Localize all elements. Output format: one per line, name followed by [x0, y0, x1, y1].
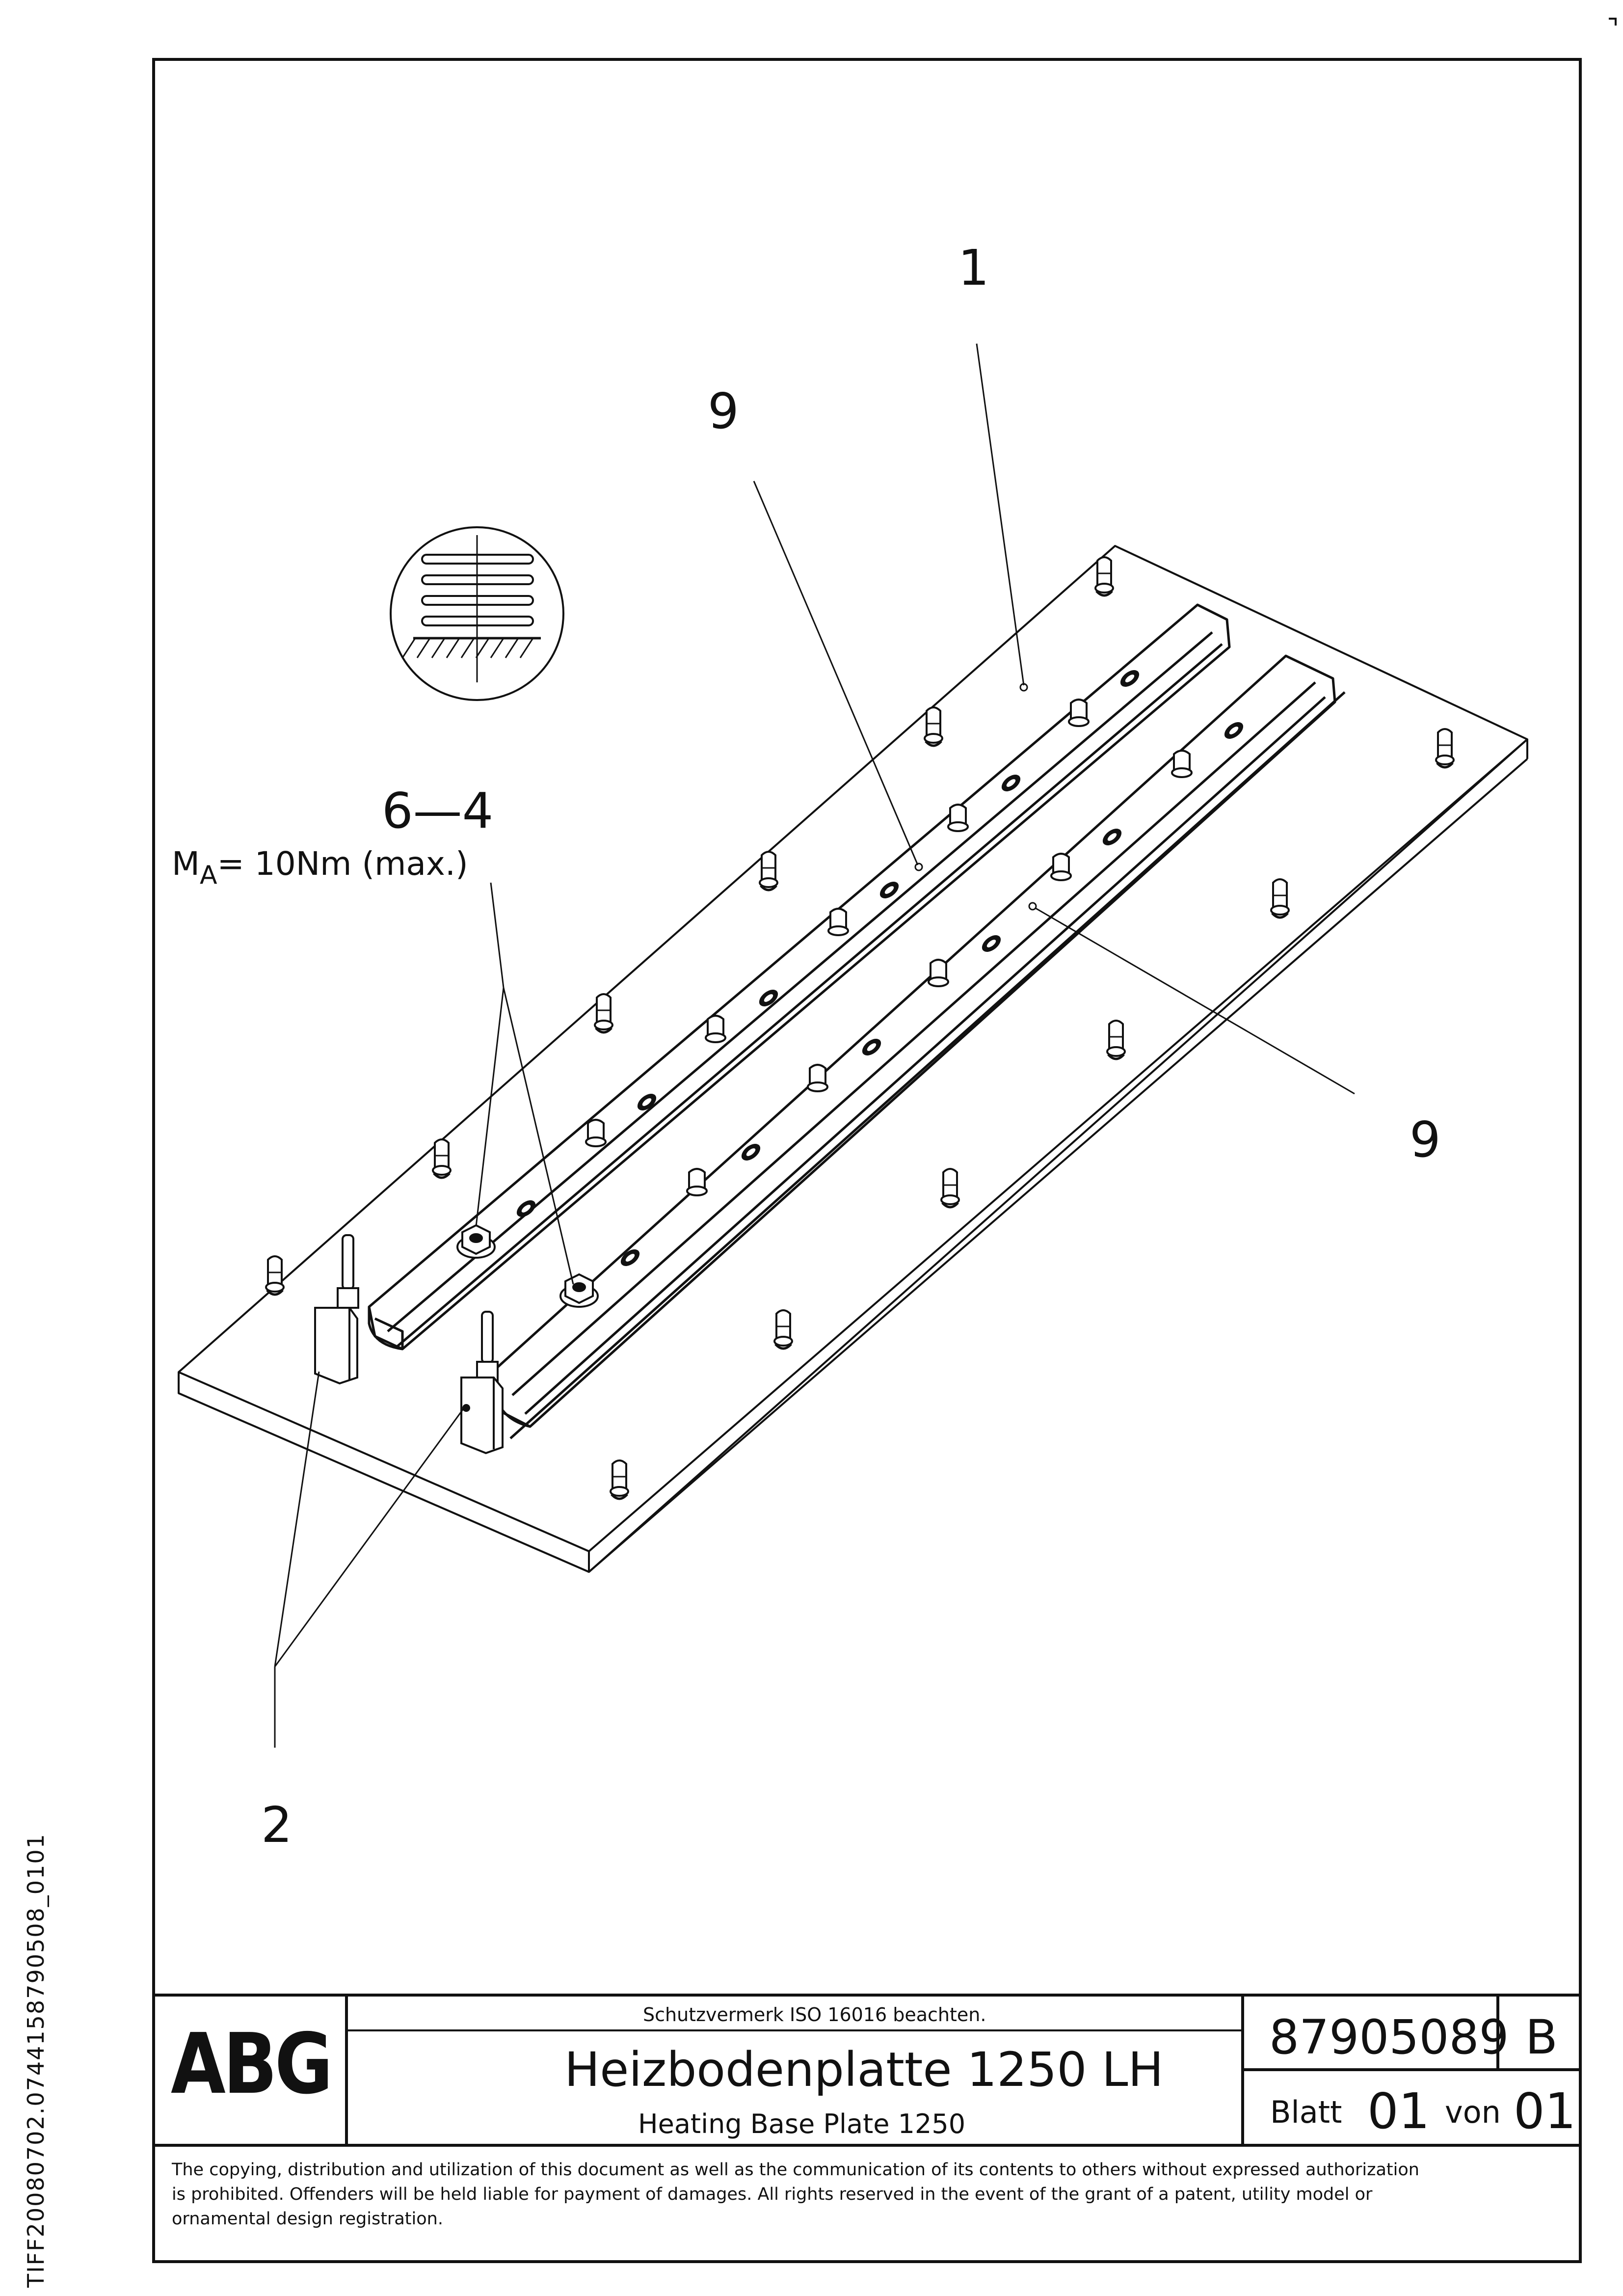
drawing-frame	[152, 58, 1582, 2263]
rail-right	[492, 654, 1346, 1439]
of-label: von	[1445, 2094, 1501, 2130]
protection-note: Schutzvermerk ISO 16016 beachten.	[643, 2004, 986, 2026]
title-german: Heizbodenplatte 1250 LH	[564, 2042, 1164, 2097]
torque-prefix: M	[172, 845, 200, 883]
copyright-line-3: ornamental design registration.	[172, 2209, 443, 2229]
drawing-number: 87905089	[1269, 2010, 1509, 2065]
abg-logo: ABG	[171, 2016, 333, 2113]
sheet-number: 01	[1367, 2082, 1430, 2140]
title-english: Heating Base Plate 1250	[638, 2108, 966, 2139]
callout-1: 1	[958, 239, 989, 297]
revision-letter: B	[1525, 2010, 1558, 2065]
sheet-total: 01	[1514, 2082, 1576, 2140]
corner-mark	[1609, 18, 1617, 26]
copyright-line-2: is prohibited. Offenders will be held li…	[172, 2185, 1373, 2204]
callout-6-4: 6—4	[382, 782, 493, 839]
torque-spec: MA= 10Nm (max.)	[172, 845, 468, 890]
title-block	[154, 1994, 1580, 2147]
copyright-line-1: The copying, distribution and utilizatio…	[172, 2160, 1419, 2180]
torque-subscript: A	[200, 861, 217, 890]
leader-lines	[274, 343, 1355, 1748]
sheet-label: Blatt	[1270, 2094, 1342, 2130]
rail-left	[368, 603, 1231, 1351]
callout-2: 2	[261, 1796, 293, 1854]
side-file-code: TIFF20080702.0744158790508_0101	[23, 1833, 49, 2288]
sensors	[314, 1234, 504, 1455]
torque-value: = 10Nm (max.)	[217, 845, 468, 883]
callout-9-right: 9	[1410, 1111, 1441, 1168]
detail-spring-washer	[390, 526, 564, 701]
callout-9-upper: 9	[708, 382, 739, 440]
